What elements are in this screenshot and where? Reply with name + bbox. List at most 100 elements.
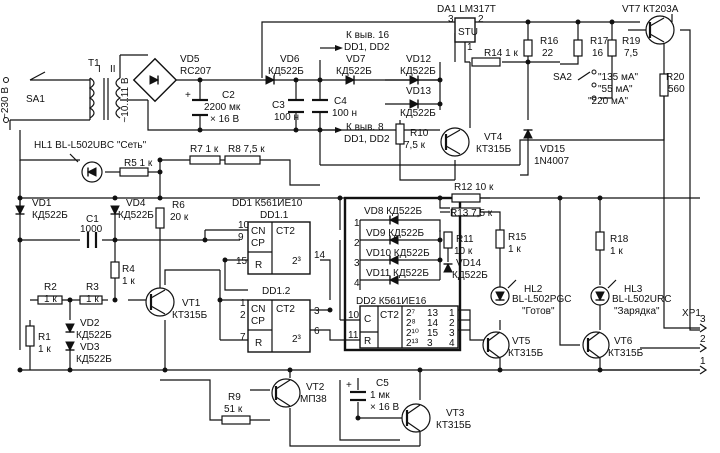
regulator-da1: DA1 LM317T STU 3 2 1 bbox=[437, 4, 496, 53]
vt5-ref: VT5 bbox=[512, 336, 531, 347]
diode-vd13: VD13 КД522Б bbox=[400, 86, 436, 119]
vd15-type: 1N4007 bbox=[534, 156, 569, 167]
c3-value: 100 н bbox=[274, 112, 299, 123]
junctions bbox=[17, 19, 615, 421]
r17-value: 16 bbox=[592, 48, 604, 59]
r13-label: R13 7,5 к bbox=[450, 208, 493, 219]
dd2-r: R bbox=[364, 336, 371, 347]
dd2-right-4: 4 bbox=[449, 338, 455, 349]
dd2-right-3: 3 bbox=[449, 328, 455, 339]
dd1-1-out: 2³ bbox=[292, 256, 302, 267]
xp1-pin2: 2 bbox=[700, 334, 706, 345]
pin8-label: К выв. 8 bbox=[346, 122, 384, 133]
dd2-pin14: 14 bbox=[427, 318, 439, 329]
r14-label: R14 1 к bbox=[484, 48, 518, 59]
diode-vd2: VD2 КД522Б bbox=[64, 318, 112, 341]
vd7-type: КД522Б bbox=[336, 66, 372, 77]
pin16-label: К выв. 16 bbox=[346, 30, 390, 41]
led-hl1: HL1 BL-L502UBC "Сеть" bbox=[34, 140, 147, 183]
dd2-pin10: 10 bbox=[348, 310, 360, 321]
r20-ref: R20 bbox=[666, 72, 685, 83]
r2-value: 1 к bbox=[44, 294, 57, 305]
r19-value: 7,5 bbox=[624, 48, 638, 59]
vt6-type: КТ315Б bbox=[608, 348, 644, 359]
dd1-2-cn: CN bbox=[251, 304, 265, 315]
r19-ref: R19 bbox=[622, 36, 641, 47]
r9-ref: R9 bbox=[228, 392, 241, 403]
pin8-note: К выв. 8 DD1, DD2 bbox=[335, 122, 390, 145]
r8-label: R8 7,5 к bbox=[228, 144, 265, 155]
vd11-label: VD11 КД522Б bbox=[366, 268, 429, 279]
vd13-ref: VD13 bbox=[406, 86, 431, 97]
hl3-type: BL-L502URC bbox=[612, 294, 671, 305]
r1-value: 1 к bbox=[38, 344, 51, 355]
vt1-ref: VT1 bbox=[182, 298, 201, 309]
capacitor-c1: C1 1000 bbox=[80, 214, 103, 248]
resistor-r4: R4 1 к bbox=[110, 261, 135, 287]
resistor-r16: R16 22 bbox=[523, 36, 559, 59]
sa2-opt-220: "220 мА" bbox=[588, 96, 629, 107]
r6-value: 20 к bbox=[170, 212, 189, 223]
r5-label: R5 1 к bbox=[124, 158, 153, 169]
vt2-ref: VT2 bbox=[306, 382, 325, 393]
dd2-right-1: 1 bbox=[449, 308, 455, 319]
resistor-r10: R10 7,5 к bbox=[395, 123, 429, 151]
dd1-2-pin6: 6 bbox=[314, 326, 320, 337]
pin16-note: К выв. 16 DD1, DD2 bbox=[335, 30, 390, 53]
sa2-opt-135: "135 мА" bbox=[598, 72, 639, 83]
vd6-type: КД522Б bbox=[268, 66, 304, 77]
r18-value: 1 к bbox=[610, 246, 623, 257]
dd2-right-2: 2 bbox=[449, 318, 455, 329]
diode-vd6: VD6 КД522Б bbox=[265, 54, 304, 86]
dd1-2-cp: CP bbox=[251, 316, 265, 327]
vd14-ref: VD14 bbox=[456, 258, 481, 269]
dd2-out-210: 2¹⁰ bbox=[406, 328, 419, 339]
vd7-ref: VD7 bbox=[346, 54, 366, 65]
da1-pin3: 3 bbox=[448, 14, 454, 25]
vd15-ref: VD15 bbox=[540, 144, 565, 155]
resistor-r1: R1 1 к bbox=[25, 325, 51, 355]
vd14-type: КД522Б bbox=[452, 270, 488, 281]
c2-voltage: × 16 В bbox=[210, 114, 240, 125]
r11-value: 10 к bbox=[454, 246, 473, 257]
mains-input: ~230 В SA1 bbox=[0, 71, 45, 123]
ladder-1: 1 bbox=[354, 218, 360, 229]
vd12-type: КД522Б bbox=[400, 66, 436, 77]
r3-value: 1 к bbox=[86, 294, 99, 305]
hl2-caption: "Готов" bbox=[522, 306, 555, 317]
dd2-ct2: CT2 bbox=[380, 310, 399, 321]
hl1-label: HL1 BL-L502UBC "Сеть" bbox=[34, 140, 147, 151]
resistor-r18: R18 1 к bbox=[595, 231, 629, 257]
vd6-ref: VD6 bbox=[280, 54, 300, 65]
vd4-type: КД522Б bbox=[118, 210, 154, 221]
transformer-t1: T1 I II ~10...11 В bbox=[88, 55, 131, 123]
counter-dd2: DD2 К561ИЕ16 C R CT2 2⁷ 2⁸ 2¹⁰ 2¹³ 13 14… bbox=[343, 196, 462, 352]
diode-vd3: VD3 КД522Б bbox=[64, 341, 112, 365]
vt6-ref: VT6 bbox=[614, 336, 633, 347]
c5-voltage: × 16 В bbox=[370, 402, 400, 413]
r15-ref: R15 bbox=[508, 232, 527, 243]
led-hl2: HL2 BL-L502PGC "Готов" bbox=[490, 279, 571, 317]
capacitor-c3: C3 100 н bbox=[272, 98, 304, 123]
vd5-type: RC207 bbox=[180, 66, 212, 77]
xp1-label: XP1 bbox=[682, 308, 701, 319]
ladder-3: 3 bbox=[354, 258, 360, 269]
r17-ref: R17 bbox=[590, 36, 609, 47]
c5-plus: + bbox=[346, 380, 352, 391]
r10-ref: R10 bbox=[410, 128, 429, 139]
transistor-vt1: VT1 КТ315Б bbox=[145, 287, 208, 321]
vt4-type: КТ315Б bbox=[476, 144, 512, 155]
vd13-type: КД522Б bbox=[400, 108, 436, 119]
c2-ref: C2 bbox=[222, 90, 235, 101]
pin8-chips: DD1, DD2 bbox=[344, 134, 390, 145]
dd1-2-r: R bbox=[255, 338, 262, 349]
da1-pin2: 2 bbox=[478, 14, 484, 25]
r1-ref: R1 bbox=[38, 332, 51, 343]
t1-pin-ii: II bbox=[110, 64, 116, 75]
da1-pin1: 1 bbox=[467, 42, 473, 53]
rectifier-vd5: VD5 RC207 bbox=[132, 54, 212, 103]
c5-ref: C5 bbox=[376, 378, 389, 389]
transistor-vt2: VT2 МП38 bbox=[271, 378, 327, 408]
vt3-ref: VT3 bbox=[446, 408, 465, 419]
